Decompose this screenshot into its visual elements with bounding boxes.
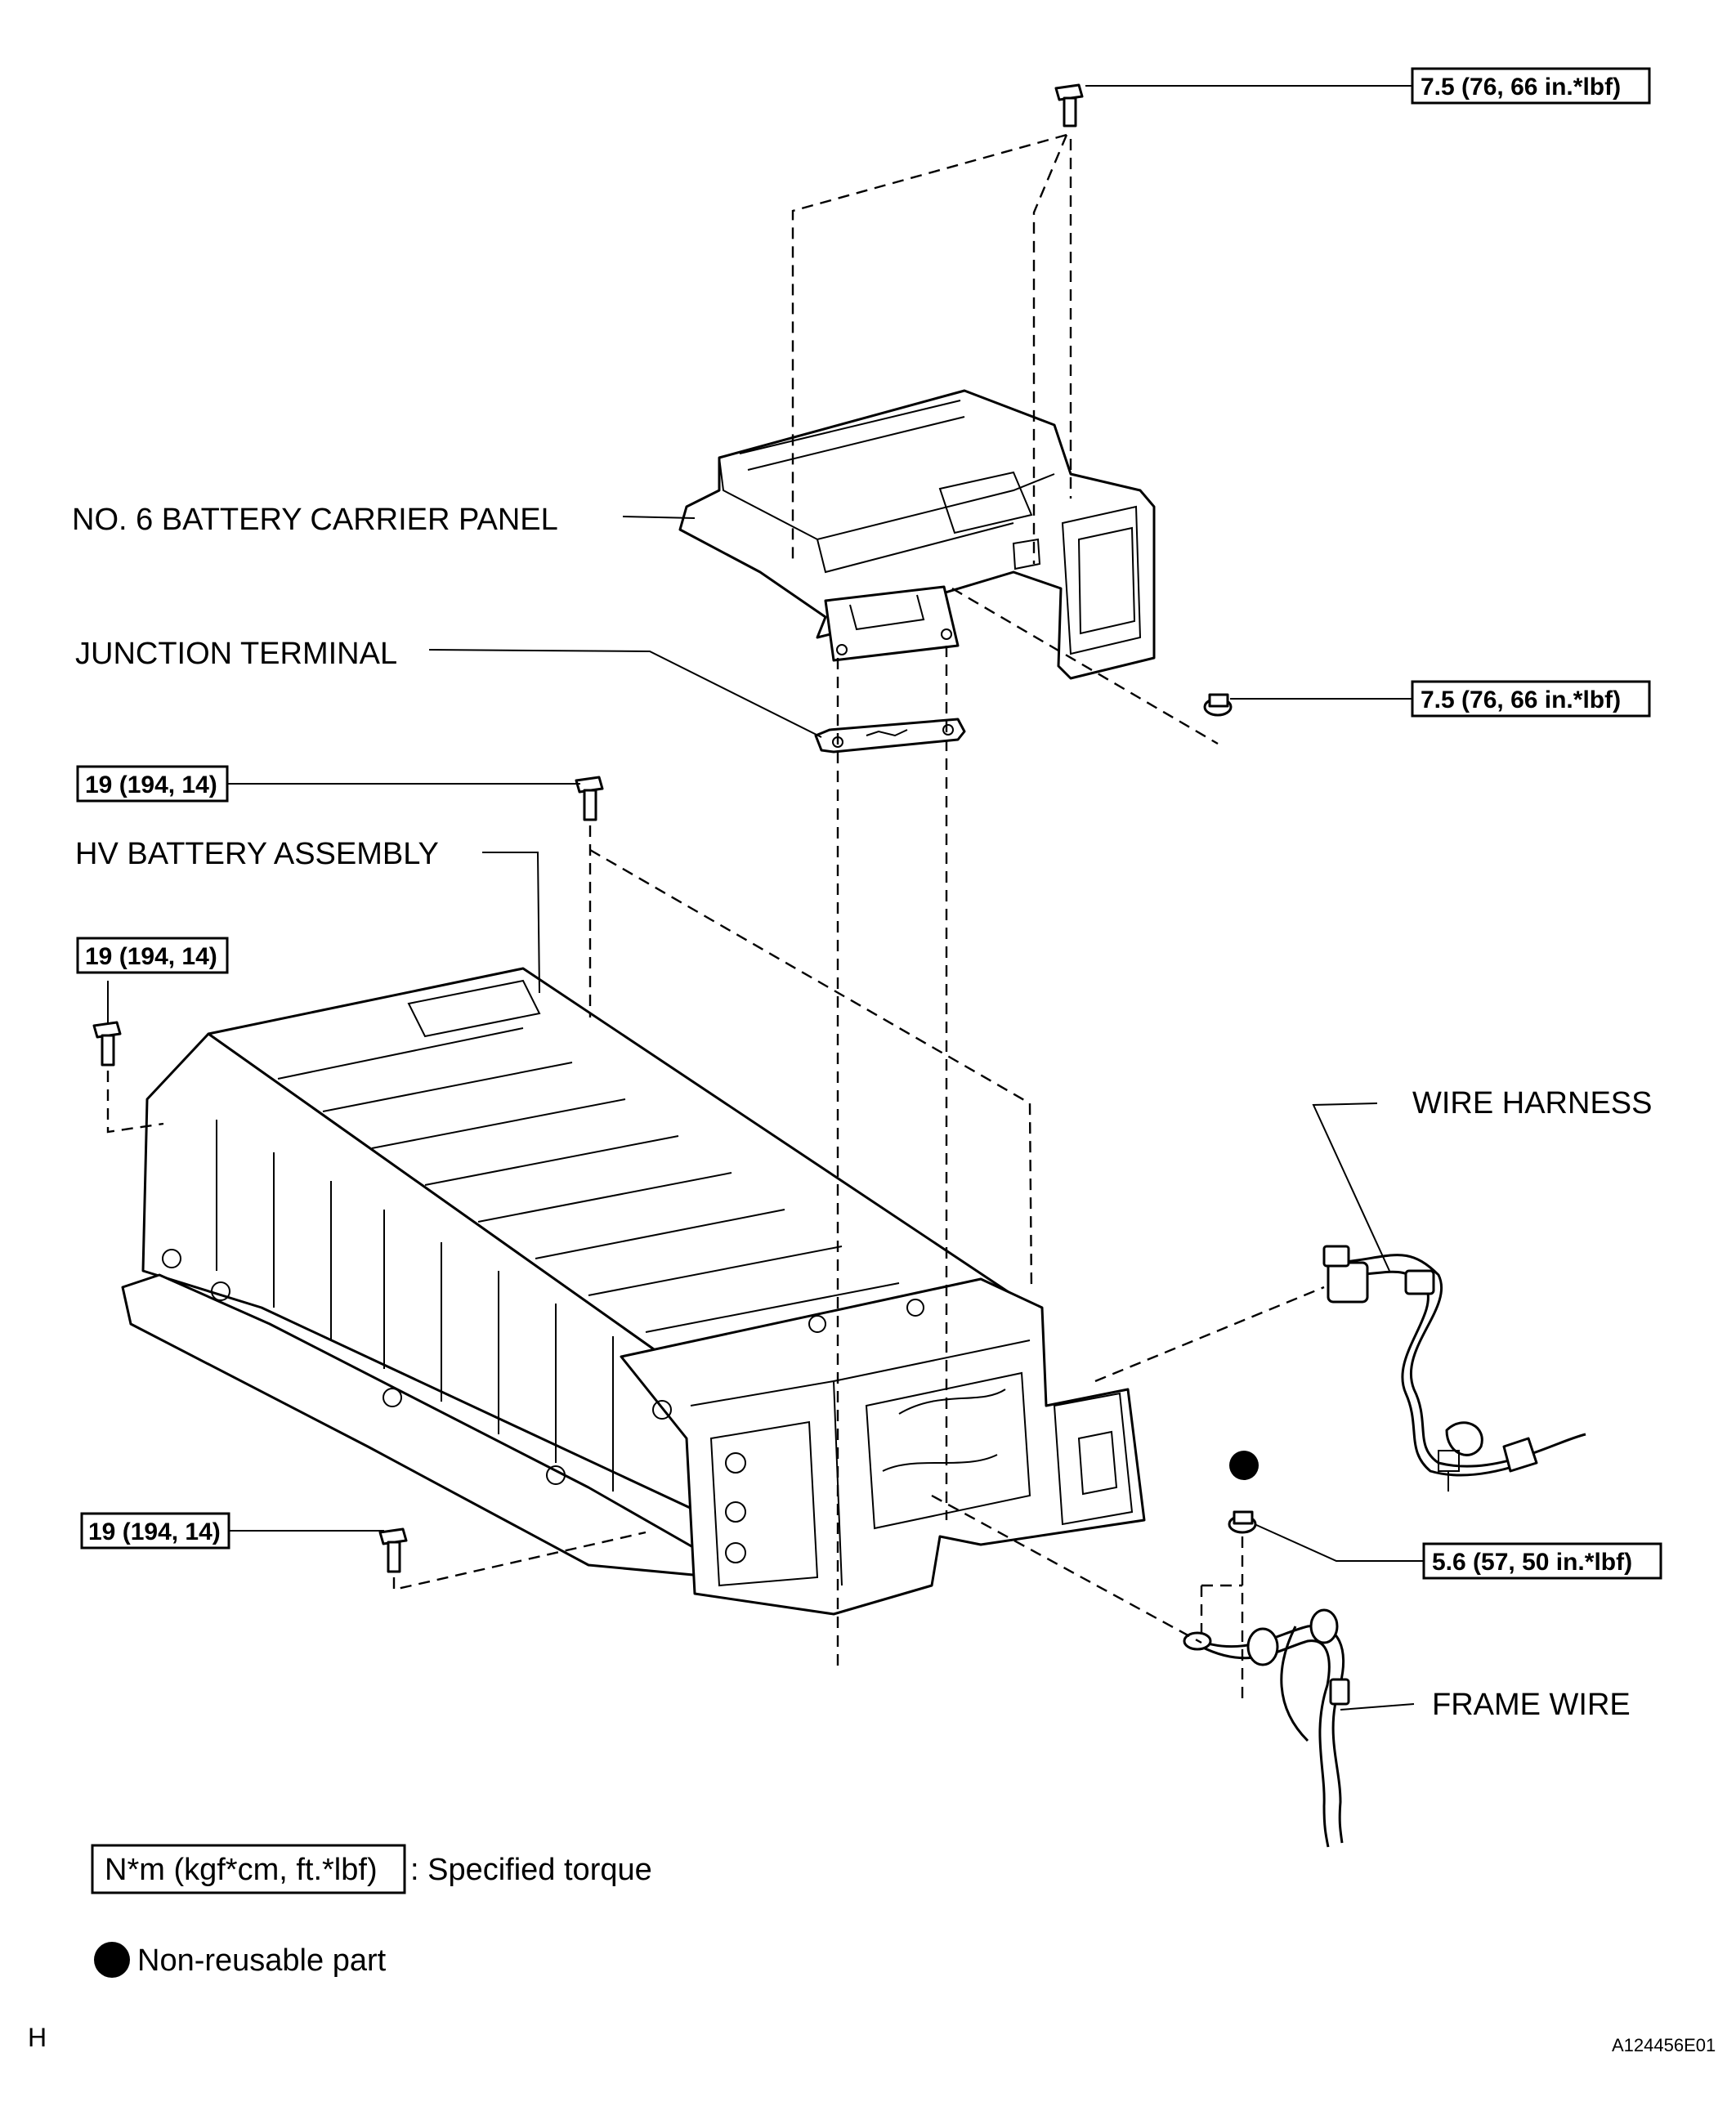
assembly-dashed-lines — [106, 133, 1325, 1700]
figure-code: A124456E01 — [1612, 2035, 1716, 2055]
nut-panel-right — [1203, 693, 1233, 717]
svg-text:5.6 (57, 50 in.*lbf): 5.6 (57, 50 in.*lbf) — [1432, 1549, 1632, 1576]
frame-wire-label: FRAME WIRE — [1432, 1688, 1631, 1722]
carrier-panel-drawing — [678, 389, 1156, 680]
legend-nonreusable: Non-reusable part — [94, 1942, 387, 1978]
hv-battery-label: HV BATTERY ASSEMBLY — [75, 837, 439, 871]
wire-harness-label: WIRE HARNESS — [1412, 1086, 1652, 1120]
leader-lines — [107, 85, 1424, 1711]
bolt-panel-top — [1054, 83, 1084, 127]
nut-frame-wire — [1228, 1451, 1259, 1534]
legend-nonreusable-label: Non-reusable part — [137, 1943, 387, 1978]
non-reusable-legend-mark — [94, 1942, 130, 1978]
torque-frame-nut: 5.6 (57, 50 in.*lbf) — [1422, 1542, 1662, 1580]
torque-battery-bottom: 19 (194, 14) — [80, 1512, 230, 1550]
bolt-battery-top — [575, 776, 604, 821]
bolt-battery-left — [92, 1021, 122, 1067]
svg-text:19 (194, 14): 19 (194, 14) — [85, 943, 217, 970]
torque-panel-top: 7.5 (76, 66 in.*lbf) — [1411, 67, 1651, 105]
hv-battery-drawing — [121, 967, 1146, 1616]
bolt-battery-bottom — [378, 1527, 408, 1573]
legend-torque: N*m (kgf*cm, ft.*lbf) : Specified torque — [91, 1844, 652, 1894]
torque-battery-top: 19 (194, 14) — [76, 765, 229, 803]
wire-harness-drawing — [1322, 1245, 1586, 1492]
svg-text:7.5 (76, 66 in.*lbf): 7.5 (76, 66 in.*lbf) — [1421, 687, 1621, 713]
carrier-panel-label: NO. 6 BATTERY CARRIER PANEL — [72, 503, 558, 537]
svg-text:19 (194, 14): 19 (194, 14) — [88, 1518, 221, 1545]
legend-torque-desc: : Specified torque — [410, 1853, 652, 1887]
svg-text:7.5 (76, 66 in.*lbf): 7.5 (76, 66 in.*lbf) — [1421, 74, 1621, 101]
torque-battery-left: 19 (194, 14) — [76, 937, 229, 974]
svg-text:19 (194, 14): 19 (194, 14) — [85, 771, 217, 798]
frame-wire-drawing — [1183, 1608, 1350, 1848]
non-reusable-mark — [1229, 1451, 1259, 1480]
junction-terminal-label: JUNCTION TERMINAL — [75, 637, 397, 671]
legend-torque-unit: N*m (kgf*cm, ft.*lbf) — [105, 1853, 378, 1887]
corner-letter: H — [28, 2023, 47, 2052]
torque-panel-right: 7.5 (76, 66 in.*lbf) — [1411, 680, 1651, 718]
